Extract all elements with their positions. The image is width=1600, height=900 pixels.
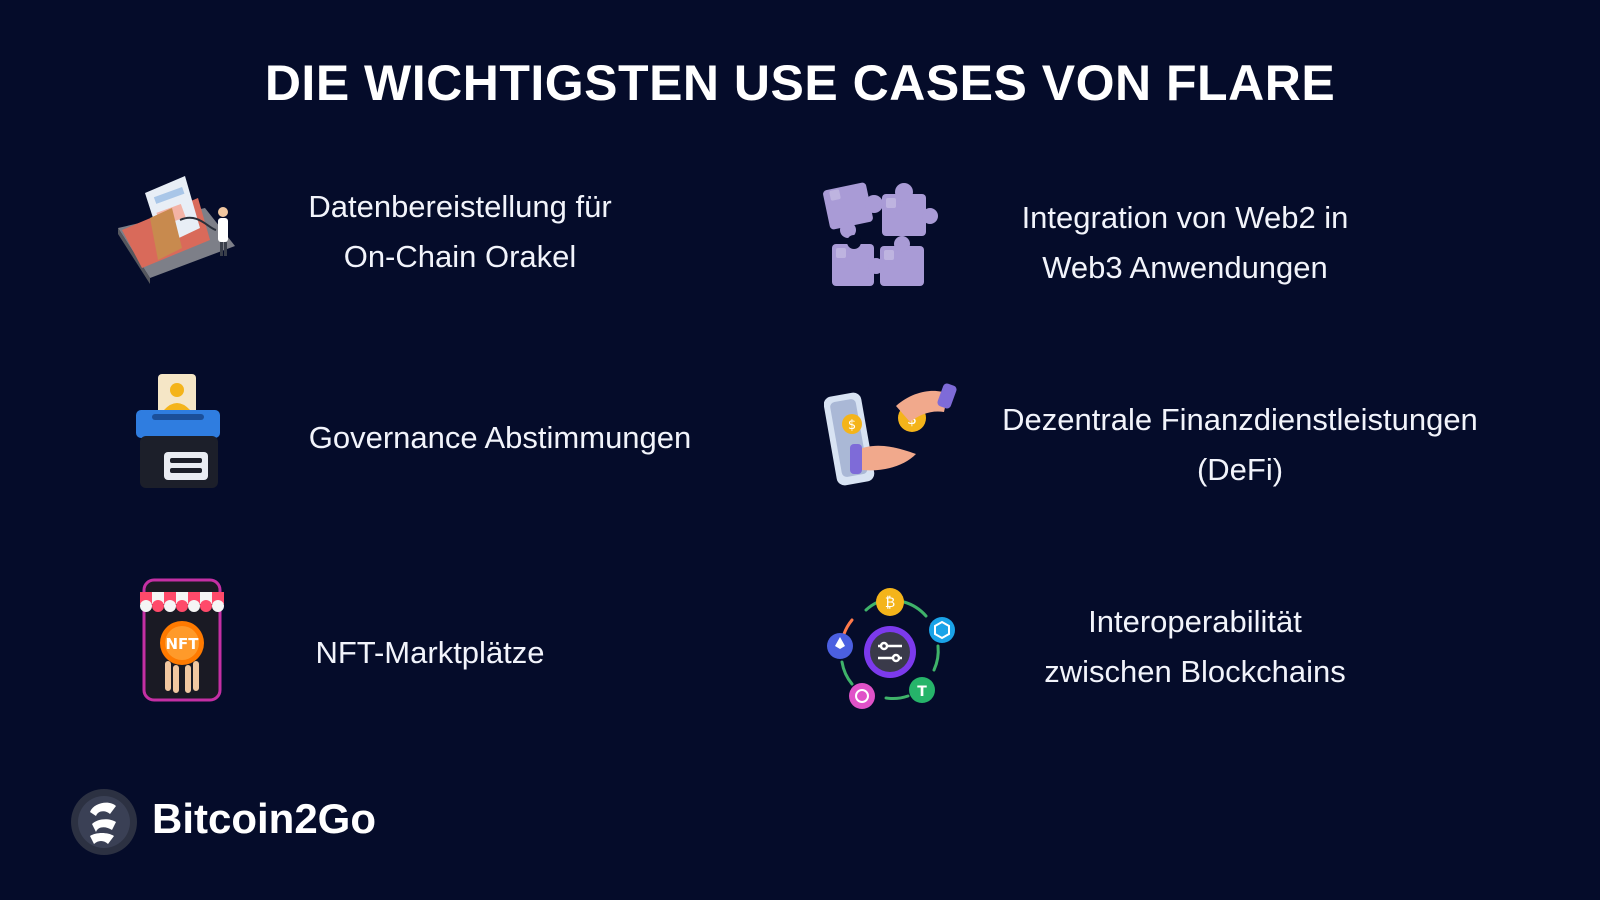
phone-hand-coin-icon: $ $ <box>824 383 957 486</box>
nft-shop-phone-icon: NFT <box>140 578 224 702</box>
blockchain-network-icon: ₿ T <box>827 588 955 709</box>
svg-text:₿: ₿ <box>885 595 895 611</box>
nft-badge-text: NFT <box>165 635 199 653</box>
use-case-label-nft: NFT-Marktplätze <box>315 635 545 670</box>
bitcoin2go-logo-icon <box>71 789 137 855</box>
svg-text:T: T <box>917 684 927 700</box>
puzzle-icon <box>823 182 938 286</box>
use-case-label-web2-web3: Integration von Web2 in Web3 Anwendungen <box>1021 200 1349 285</box>
brand-name: Bitcoin2Go <box>152 795 377 842</box>
ballot-box-icon <box>136 374 220 488</box>
use-case-label-interop: Interoperabilität zwischen Blockchains <box>1044 604 1346 689</box>
svg-text:$: $ <box>848 418 856 433</box>
use-case-label-data-oracle: Datenbereistellung für On-Chain Orakel <box>308 189 612 274</box>
use-case-label-defi: Dezentrale Finanzdienstleistungen (DeFi) <box>1002 402 1478 487</box>
use-case-label-governance: Governance Abstimmungen <box>308 420 692 455</box>
laptop-data-icon <box>118 176 235 284</box>
page-title: DIE WICHTIGSTEN USE CASES VON FLARE <box>264 55 1336 111</box>
